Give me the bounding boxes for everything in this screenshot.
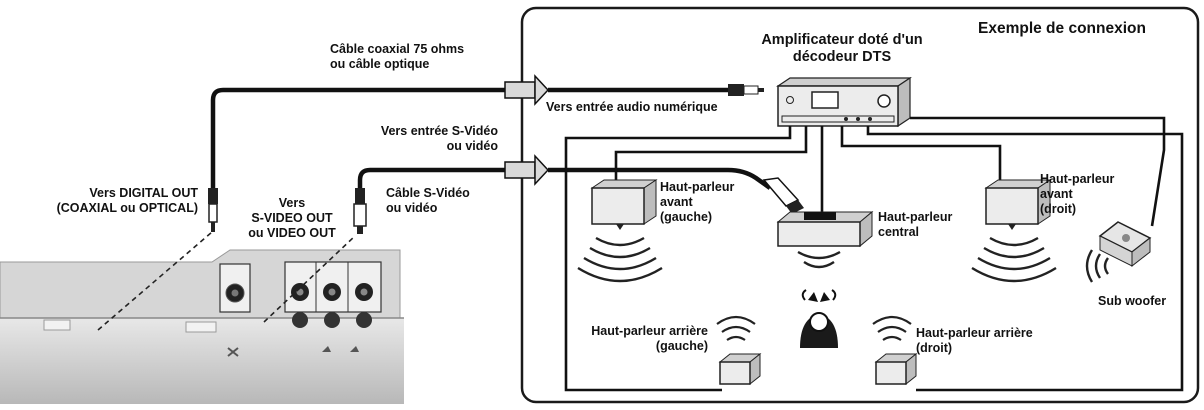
- video-input-label: Vers entrée S-Vidéo ou vidéo: [340, 124, 498, 154]
- digital-out-label-line2: (COAXIAL ou OPTICAL): [56, 201, 198, 215]
- dvd-player-rear-panel: [0, 249, 404, 404]
- center-speaker-label: Haut-parleur central: [878, 210, 952, 240]
- center-speaker-label-line1: Haut-parleur: [878, 210, 953, 224]
- front-left-speaker-label: Haut-parleur avant (gauche): [660, 180, 734, 225]
- amplifier-label-line2: décodeur DTS: [792, 49, 892, 65]
- rear-right-speaker: [872, 315, 918, 386]
- rear-right-speaker-label-line1: Haut-parleur arrière: [916, 326, 1033, 340]
- amplifier-label-line1: Amplificateur doté d'un: [761, 32, 923, 48]
- coaxial-cable-label: Câble coaxial 75 ohms ou câble optique: [330, 42, 464, 72]
- video-input-arrow: [504, 154, 550, 186]
- coaxial-cable-label-line2: ou câble optique: [330, 57, 430, 71]
- listener-figure: [798, 289, 840, 350]
- digital-audio-input-label: Vers entrée audio numérique: [546, 100, 718, 114]
- rear-right-speaker-label: Haut-parleur arrière (droit): [916, 326, 1033, 356]
- front-left-speaker: [577, 179, 663, 283]
- rear-right-speaker-label-line2: (droit): [916, 341, 953, 355]
- connection-panel-frame: [520, 6, 1200, 404]
- front-right-speaker-label-line3: (droit): [1040, 202, 1077, 216]
- digital-input-arrow: [504, 74, 550, 106]
- front-right-speaker-label-line2: avant: [1040, 187, 1073, 201]
- front-left-speaker-label-line3: (gauche): [660, 210, 713, 224]
- rear-left-speaker-label-line1: Haut-parleur arrière: [591, 324, 708, 338]
- front-right-speaker: [971, 179, 1057, 283]
- coaxial-cable-label-line1: Câble coaxial 75 ohms: [330, 42, 465, 56]
- front-right-speaker-label: Haut-parleur avant (droit): [1040, 172, 1114, 217]
- amplifier-label: Amplificateur doté d'un décodeur DTS: [742, 32, 942, 66]
- front-right-speaker-label-line1: Haut-parleur: [1040, 172, 1115, 186]
- svideo-out-label-line1: Vers: [278, 196, 306, 210]
- svideo-out-label-line3: ou VIDEO OUT: [248, 226, 336, 240]
- front-left-speaker-label-line1: Haut-parleur: [660, 180, 735, 194]
- svideo-plug-amplifier: [762, 177, 804, 214]
- amplifier-unit: [776, 76, 912, 128]
- digital-out-label: Vers DIGITAL OUT (COAXIAL ou OPTICAL): [18, 186, 198, 216]
- video-input-label-line1: Vers entrée S-Vidéo: [380, 124, 498, 138]
- rear-left-speaker-label-line2: (gauche): [655, 339, 708, 353]
- coaxial-cable: [210, 87, 512, 188]
- av-output-jacks: [284, 261, 382, 328]
- svideo-cable-label-line1: Câble S-Vidéo: [386, 186, 470, 200]
- center-speaker-label-line2: central: [878, 225, 919, 239]
- front-left-speaker-label-line2: avant: [660, 195, 693, 209]
- svideo-plug-player: [353, 188, 367, 234]
- speaker-wires: [564, 116, 1184, 392]
- subwoofer-label: Sub woofer: [1098, 294, 1167, 308]
- svideo-out-label-line2: S-VIDEO OUT: [251, 211, 333, 225]
- panel-title: Exemple de connexion: [978, 20, 1146, 37]
- digital-out-jack: [219, 263, 251, 313]
- svideo-cable-label: Câble S-Vidéo ou vidéo: [386, 186, 470, 216]
- center-speaker: [776, 210, 874, 269]
- rear-left-speaker-label: Haut-parleur arrière (gauche): [560, 324, 708, 354]
- rear-left-speaker: [716, 315, 762, 386]
- video-input-label-line2: ou vidéo: [446, 139, 498, 153]
- coaxial-plug-amplifier: [728, 84, 764, 96]
- subwoofer-speaker: [1085, 221, 1152, 283]
- svideo-cable-label-line2: ou vidéo: [386, 201, 438, 215]
- svideo-out-label: Vers S-VIDEO OUT ou VIDEO OUT: [244, 196, 340, 241]
- coaxial-plug-player: [208, 188, 218, 232]
- digital-out-label-line1: Vers DIGITAL OUT: [89, 186, 198, 200]
- svideo-cable: [357, 167, 512, 188]
